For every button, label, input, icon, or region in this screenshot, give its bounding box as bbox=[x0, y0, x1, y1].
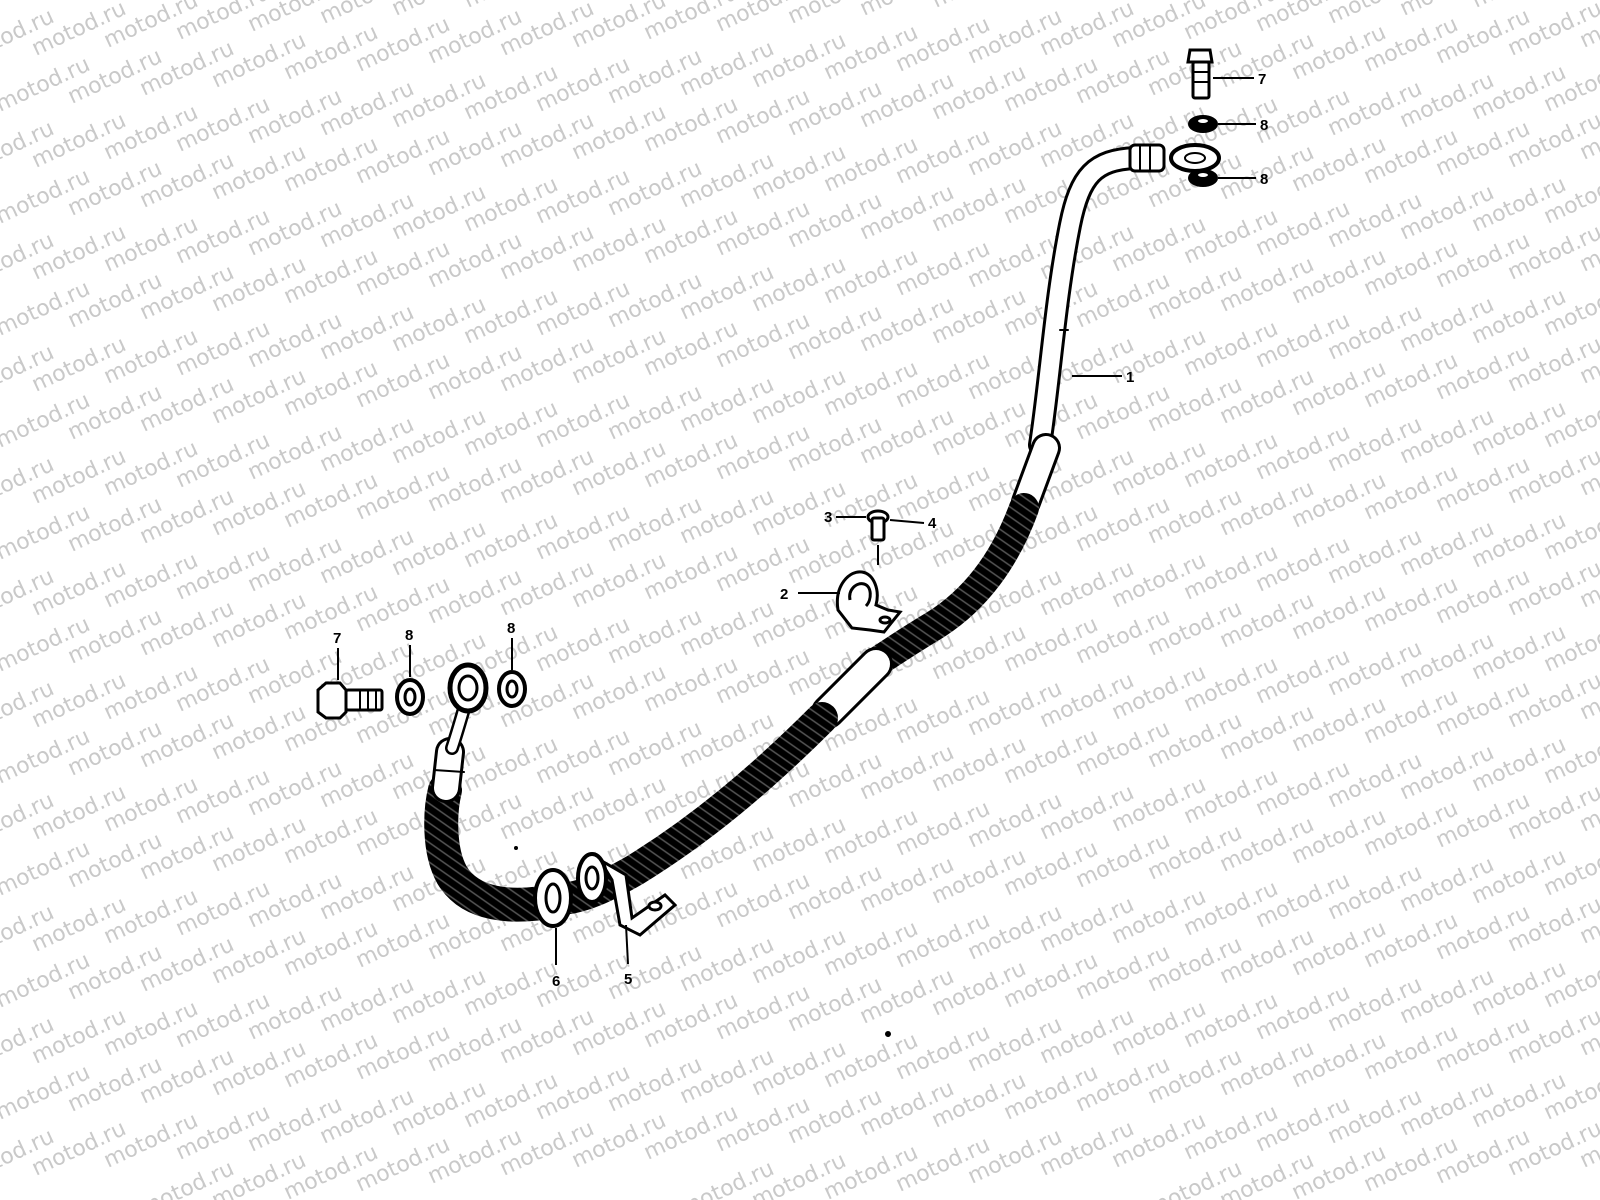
scan-dot bbox=[885, 1031, 891, 1037]
hose-clamp bbox=[835, 570, 903, 634]
callout-8-lower-2: 8 bbox=[507, 620, 515, 637]
gasket-upper-2 bbox=[1188, 169, 1218, 187]
callout-4: 4 bbox=[928, 515, 937, 532]
callout-8-lower-1: 8 bbox=[405, 627, 413, 644]
brake-hose bbox=[424, 143, 1221, 922]
scan-dot bbox=[514, 846, 518, 850]
callout-7-lower: 7 bbox=[333, 630, 341, 647]
callout-8-upper-2: 8 bbox=[1260, 171, 1268, 188]
callout-2: 2 bbox=[780, 586, 788, 603]
grommet bbox=[533, 868, 573, 928]
gasket-lower-1 bbox=[395, 678, 425, 716]
callout-6: 6 bbox=[552, 973, 560, 990]
gasket-upper-1 bbox=[1188, 115, 1218, 133]
leader-lines bbox=[337, 77, 1256, 965]
hose-lower-banjo bbox=[447, 662, 489, 714]
hose-braid-upper bbox=[865, 493, 1039, 675]
watermark-text: motod.ru bbox=[1000, 0, 1102, 5]
hose-braid-bend bbox=[424, 773, 577, 922]
callout-3: 3 bbox=[824, 509, 832, 526]
hose-bracket bbox=[576, 852, 678, 937]
callout-7-upper: 7 bbox=[1258, 71, 1266, 88]
union-bolt-lower bbox=[316, 681, 384, 720]
callout-1: 1 bbox=[1126, 369, 1134, 386]
hose-upper-fitting bbox=[1128, 143, 1221, 173]
clamp-screw bbox=[866, 509, 890, 565]
callout-8-upper-1: 8 bbox=[1260, 117, 1268, 134]
gasket-lower-2 bbox=[497, 670, 527, 708]
callout-5: 5 bbox=[624, 971, 632, 988]
union-bolt-upper bbox=[1186, 48, 1214, 100]
